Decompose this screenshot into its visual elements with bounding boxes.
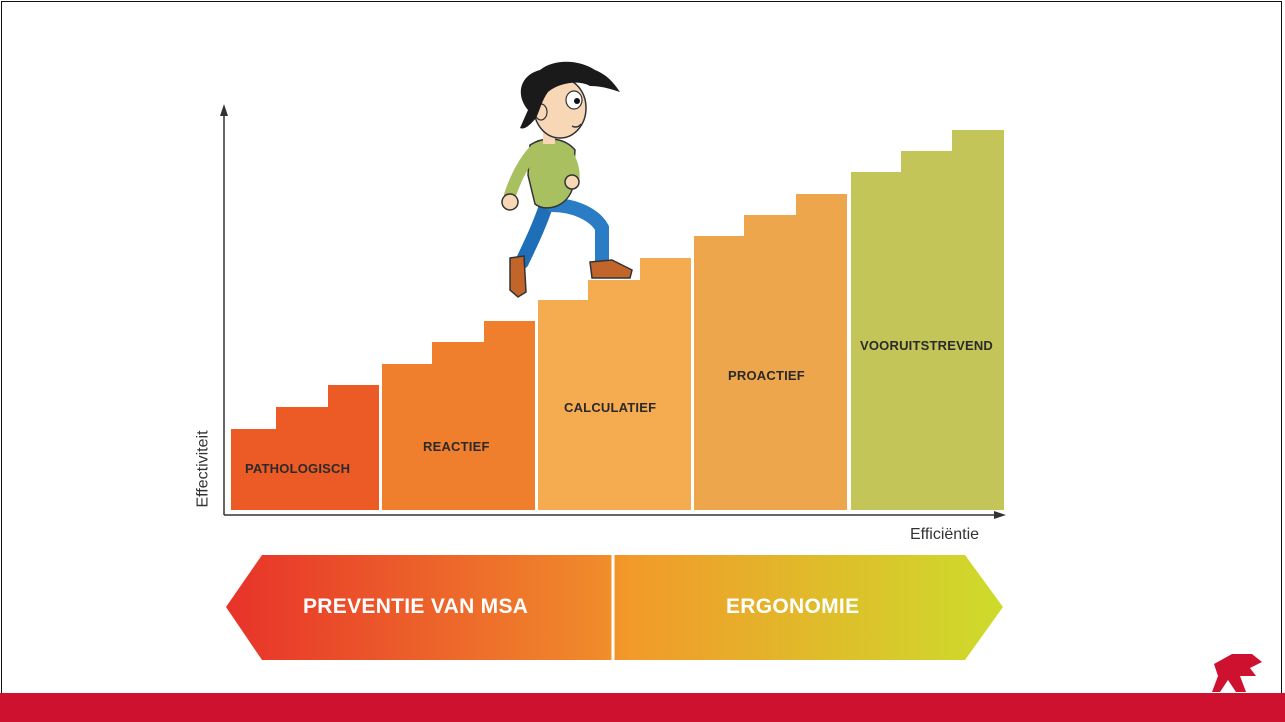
stage-label-proactief: PROACTIEF	[728, 368, 805, 383]
stage-block-calculatief	[538, 258, 691, 510]
banner-label-preventie: PREVENTIE VAN MSA	[303, 595, 529, 618]
stage-block-proactief	[694, 194, 847, 510]
staircase	[231, 130, 1004, 510]
footer-bar	[0, 693, 1285, 722]
stage-block-pathologisch	[231, 385, 379, 510]
stage-label-reactief: REACTIEF	[423, 439, 490, 454]
stage-block-vooruitstrevend	[851, 130, 1004, 510]
stage-label-calculatief: CALCULATIEF	[564, 400, 657, 415]
brand-logo	[1212, 654, 1262, 692]
walking-man-illustration	[501, 61, 633, 298]
stage-block-reactief	[382, 321, 535, 510]
stage-label-pathologisch: PATHOLOGISCH	[245, 461, 351, 476]
axes	[220, 104, 1006, 519]
y-axis-label: Effectiviteit	[194, 430, 212, 508]
x-axis-arrowhead	[994, 511, 1006, 519]
x-axis-label: Efficiëntie	[910, 526, 980, 543]
stage-label-vooruitstrevend: VOORUITSTREVEND	[860, 338, 994, 353]
banner-label-ergonomie: ERGONOMIE	[726, 595, 860, 618]
banner-arrow	[226, 555, 1003, 660]
y-axis-arrowhead	[220, 104, 228, 116]
